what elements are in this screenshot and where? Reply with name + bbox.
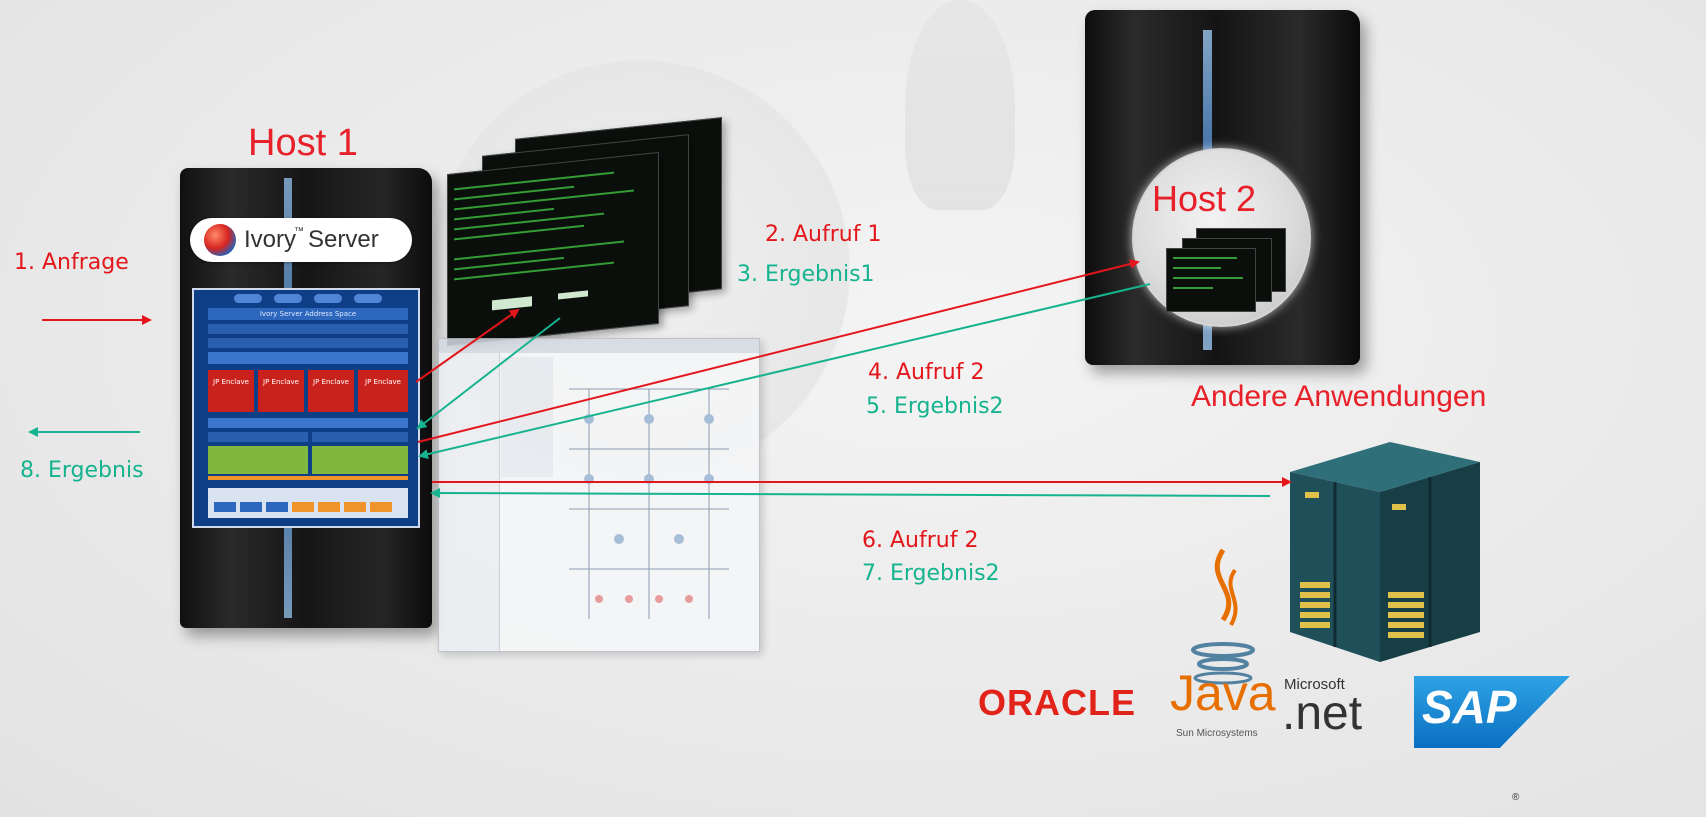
sap-logo-text: SAP (1422, 681, 1517, 733)
microsoft-text: Microsoft (1284, 676, 1345, 693)
background-person-silhouette (905, 0, 1015, 210)
dotnet-logo: .net (1282, 687, 1363, 740)
panel-header: Ivory Server Address Space (208, 308, 408, 320)
step2-label: 2. Aufruf 1 (765, 222, 882, 247)
ivory-server-logo: Ivory ™ Server (190, 218, 412, 262)
step4-label: 4. Aufruf 2 (868, 360, 985, 385)
panel-orange-bus (208, 476, 408, 480)
workflow-editor-screenshot (438, 338, 760, 652)
enclave-block-2: JP Enclave (258, 370, 304, 412)
enclave-block-1: JP Enclave (208, 370, 254, 412)
other-apps-server-cube (1290, 442, 1480, 662)
server-architecture-panel: Ivory Server Address Space JP Enclave JP… (192, 288, 420, 528)
host1-title: Host 1 (248, 122, 358, 164)
arrow-step3-result (416, 317, 561, 430)
arrow-step7-result (430, 488, 1271, 499)
step8-label: 8. Ergebnis (20, 458, 144, 483)
oracle-logo: ORACLE (978, 682, 1136, 723)
step6-label: 6. Aufruf 2 (862, 528, 979, 553)
panel-green-block-left (208, 446, 308, 474)
step1-label: 1. Anfrage (14, 250, 129, 275)
step7-label: 7. Ergebnis2 (862, 561, 1000, 586)
other-apps-title: Andere Anwendungen (1191, 380, 1487, 413)
java-logo-text: Java (1170, 665, 1276, 721)
sun-microsystems-text: Sun Microsystems (1176, 728, 1258, 739)
panel-top-buttons (234, 294, 394, 304)
host2-title: Host 2 (1152, 178, 1257, 219)
enclave-block-3: JP Enclave (308, 370, 354, 412)
ivory-server-text: Server (308, 226, 379, 253)
arrow-step2-call (415, 308, 520, 383)
java-cup-icon (1191, 548, 1255, 685)
host2-terminal-front (1166, 248, 1256, 312)
sap-registered-mark: ® (1512, 792, 1520, 803)
step3-label: 3. Ergebnis1 (737, 262, 875, 287)
ivory-globe-icon (204, 224, 236, 256)
arrow-step5-result (418, 283, 1151, 460)
ivory-tm-mark: ™ (294, 226, 304, 237)
ivory-brand-text: Ivory (244, 226, 297, 253)
step5-label: 5. Ergebnis2 (866, 394, 1004, 419)
enclave-block-4: JP Enclave (358, 370, 408, 412)
arrow-step4-call (417, 259, 1140, 443)
panel-green-block-right (312, 446, 408, 474)
